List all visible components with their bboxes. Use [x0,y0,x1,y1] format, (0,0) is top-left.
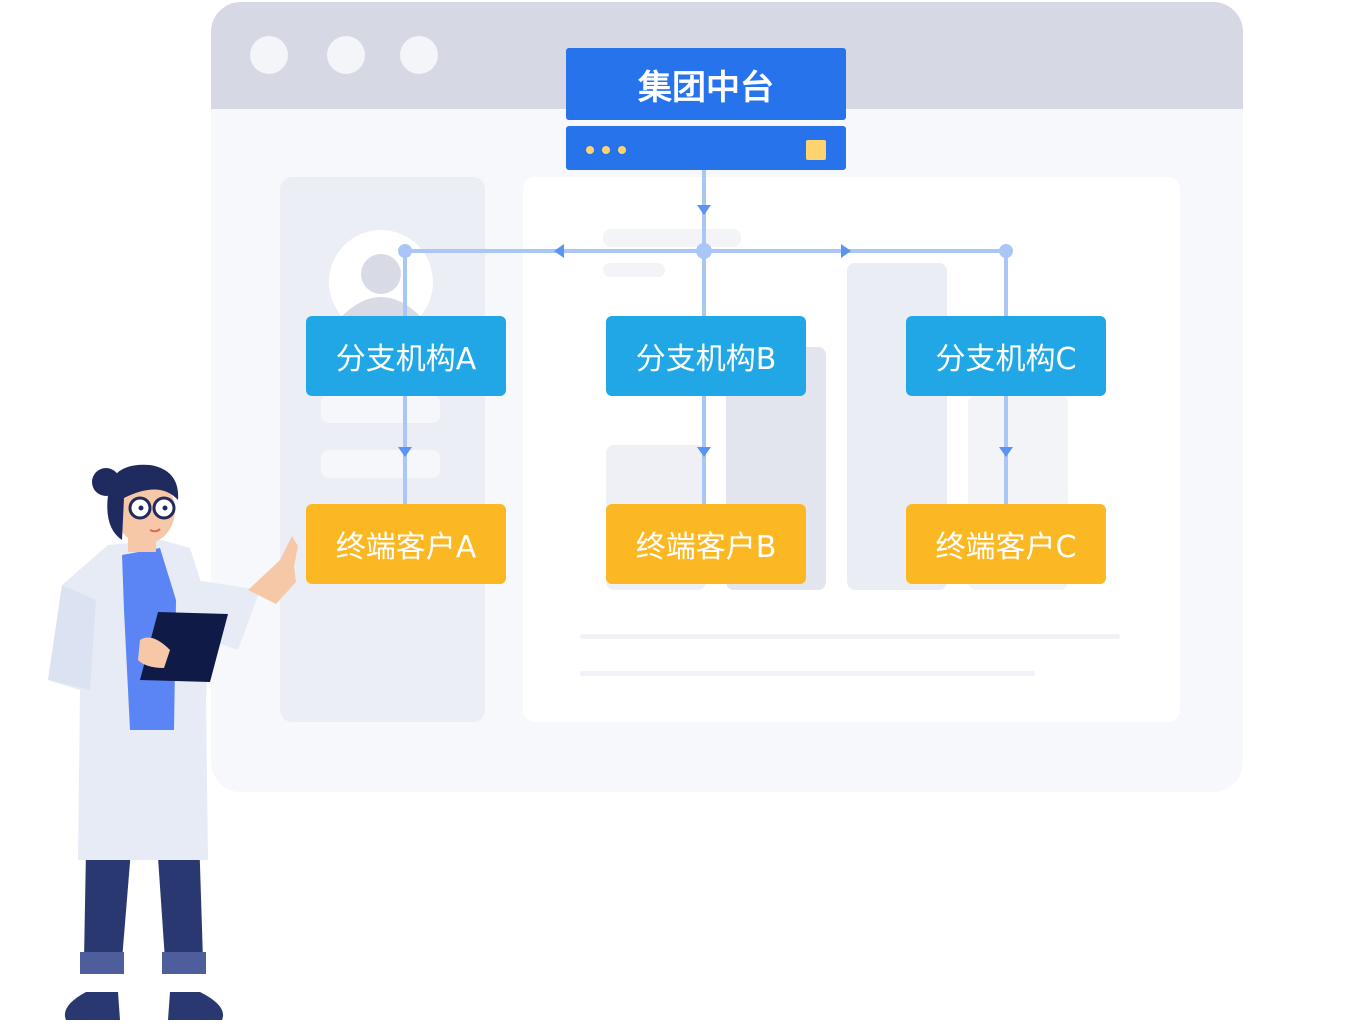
window-dot-icon [327,36,365,74]
branch-node-c: 分支机构C [906,316,1106,396]
hq-server-base [566,126,846,170]
arrow-down-icon [697,205,711,215]
client-node-a: 终端客户A [306,504,506,584]
led-icon [602,146,610,154]
led-icon [618,146,626,154]
arrow-down-icon [697,447,711,457]
client-node-b: 终端客户B [606,504,806,584]
status-light-icon [806,140,826,160]
profile-panel [280,177,485,722]
arrow-down-icon [398,447,412,457]
placeholder-bar [603,263,665,277]
branch-node-a: 分支机构A [306,316,506,396]
window-dot-icon [400,36,438,74]
arrow-left-icon [554,244,564,258]
led-icon [586,146,594,154]
arrow-right-icon [841,244,851,258]
placeholder-bar [321,395,440,423]
placeholder-line [580,671,1035,676]
window-dot-icon [250,36,288,74]
placeholder-line [580,634,1120,639]
placeholder-bar [603,229,741,247]
hq-node: 集团中台 [566,48,846,120]
placeholder-bar [321,450,440,478]
branch-node-b: 分支机构B [606,316,806,396]
client-node-c: 终端客户C [906,504,1106,584]
arrow-down-icon [999,447,1013,457]
